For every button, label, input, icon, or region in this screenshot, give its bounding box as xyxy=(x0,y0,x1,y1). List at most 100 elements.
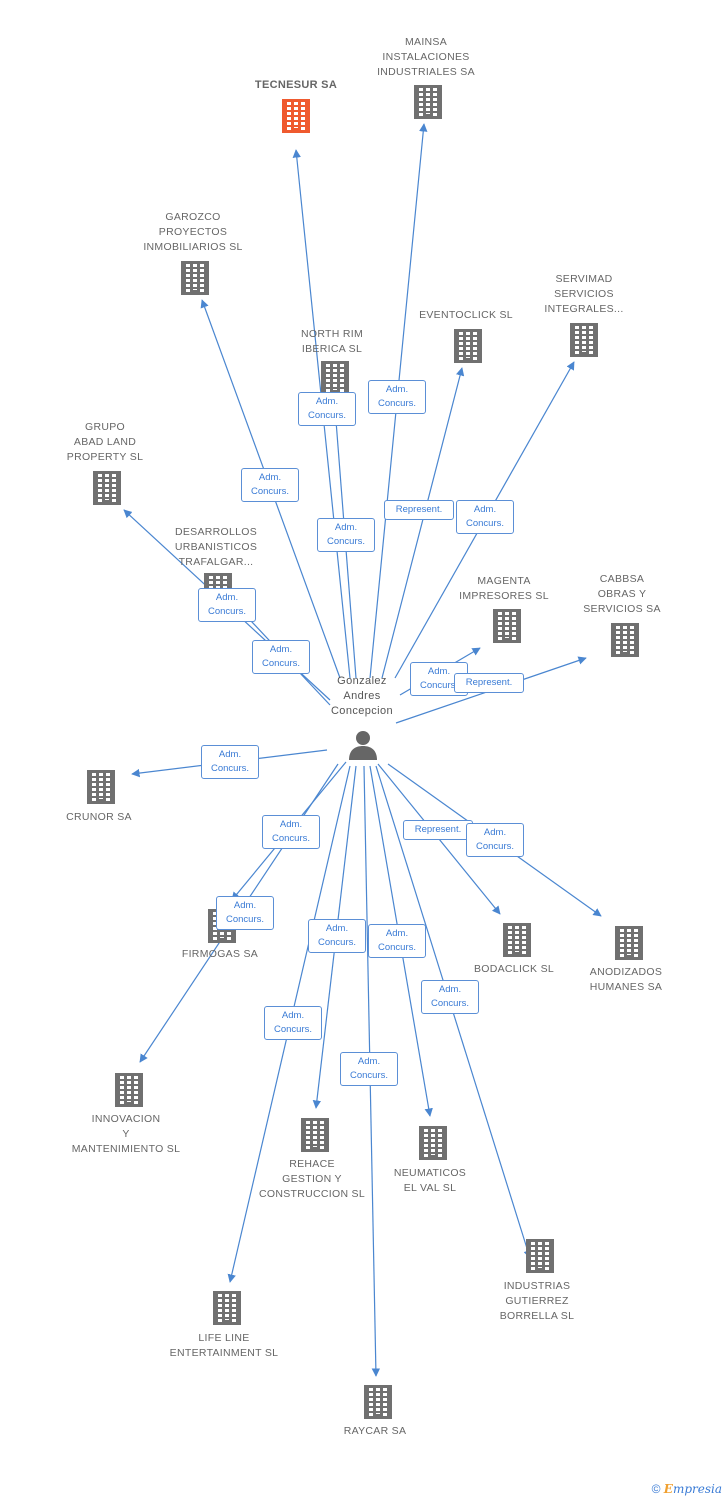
company-label-line: CRUNOR SA xyxy=(66,811,132,823)
company-label-line: NORTH RIM xyxy=(300,328,363,340)
company-label-line: EVENTOCLICK SL xyxy=(419,309,513,321)
company-label-lifeline[interactable]: LIFE LINE ENTERTAINMENT SL xyxy=(154,1331,294,1361)
role-badge-lifeline[interactable]: Adm.Concurs. xyxy=(264,1006,322,1040)
building-icon[interactable] xyxy=(570,323,598,357)
role-badge-line: Represent. xyxy=(395,504,443,515)
role-badge-line: Adm. xyxy=(315,396,339,407)
role-badge-tecnesur[interactable]: Adm. Concurs. xyxy=(298,392,356,426)
company-label-innovacion[interactable]: INNOVACION Y MANTENIMIENTO SL xyxy=(56,1112,196,1157)
building-icon[interactable] xyxy=(364,1385,392,1419)
company-label-firmogas[interactable]: FIRMOGAS SA xyxy=(150,947,290,962)
role-badge-cabbsa[interactable]: Represent. xyxy=(454,673,524,693)
role-badge-grupoabad[interactable]: Adm.Concurs. xyxy=(198,588,256,622)
company-label-line: BODACLICK SL xyxy=(473,963,555,975)
role-badge-line: Adm. xyxy=(279,819,303,830)
building-icon[interactable] xyxy=(615,926,643,960)
role-badge-crunor[interactable]: Adm.Concurs. xyxy=(201,745,259,779)
company-label-line: LIFE LINE xyxy=(198,1332,250,1344)
company-label-line: CONSTRUCCION SL xyxy=(258,1188,365,1200)
role-badge-line: Concurs. xyxy=(430,998,469,1009)
company-label-line: INDUSTRIAS xyxy=(503,1280,571,1292)
person-name-line: Gonzalez xyxy=(337,675,387,687)
building-icon[interactable] xyxy=(213,1291,241,1325)
role-badge-line: Concurs. xyxy=(271,833,310,844)
role-badge-line: Concurs. xyxy=(210,763,249,774)
role-badge-anodizados[interactable]: Adm.Concurs. xyxy=(466,823,524,857)
company-label-raycar[interactable]: RAYCAR SA xyxy=(305,1424,445,1439)
company-label-line: PROYECTOS xyxy=(158,226,228,238)
company-label-line: TRAFALGAR... xyxy=(178,556,254,568)
company-label-bodaclick[interactable]: BODACLICK SL xyxy=(444,962,584,977)
role-badge-line: Adm. xyxy=(385,384,409,395)
company-label-crunor[interactable]: CRUNOR SA xyxy=(29,810,169,825)
role-badge-mainsa[interactable]: Adm.Concurs. xyxy=(368,380,426,414)
building-icon[interactable] xyxy=(503,923,531,957)
role-badge-innovacion[interactable]: Adm.Concurs. xyxy=(216,896,274,930)
building-icon[interactable] xyxy=(454,329,482,363)
building-icon[interactable] xyxy=(93,471,121,505)
company-label-line: RAYCAR SA xyxy=(343,1425,407,1437)
role-badge-neumaticos[interactable]: Adm.Concurs. xyxy=(368,924,426,958)
role-badge-line: Concurs. xyxy=(465,518,504,529)
role-badge-line: Adm. xyxy=(427,666,451,677)
building-icon[interactable] xyxy=(611,623,639,657)
building-icon[interactable] xyxy=(526,1239,554,1273)
company-label-line: SERVICIOS xyxy=(554,288,614,300)
building-icon[interactable] xyxy=(419,1126,447,1160)
building-icon[interactable] xyxy=(321,361,349,395)
company-label-line: IBERICA SL xyxy=(301,343,363,355)
building-icon[interactable] xyxy=(493,609,521,643)
company-label-line: ENTERTAINMENT SL xyxy=(169,1347,279,1359)
role-badge-line: Adm. xyxy=(438,984,462,995)
person-icon[interactable] xyxy=(347,728,379,760)
building-icon[interactable] xyxy=(181,261,209,295)
role-badge-bodaclick[interactable]: Represent. xyxy=(403,820,473,840)
company-label-line: INNOVACION xyxy=(91,1113,161,1125)
building-icon[interactable] xyxy=(282,99,310,133)
role-badge-rehace[interactable]: Adm.Concurs. xyxy=(308,919,366,953)
role-badge-line: Concurs. xyxy=(250,486,289,497)
company-label-line: Y xyxy=(122,1128,130,1140)
role-badge-line: Concurs. xyxy=(261,658,300,669)
role-badge-line: Adm. xyxy=(385,928,409,939)
role-badge-line: Concurs. xyxy=(307,410,346,421)
role-badge-line: Concurs. xyxy=(475,841,514,852)
role-badge-line: Adm. xyxy=(473,504,497,515)
role-badge-desarrollos[interactable]: Adm.Concurs. xyxy=(252,640,310,674)
role-badge-firmogas[interactable]: Adm. Concurs. xyxy=(262,815,320,849)
role-badge-line: Concurs. xyxy=(317,937,356,948)
company-label-line: HUMANES SA xyxy=(589,981,663,993)
company-label-line: MAINSA xyxy=(404,36,448,48)
building-icon[interactable] xyxy=(414,85,442,119)
role-badge-line: Concurs. xyxy=(419,680,458,691)
role-badge-northrim[interactable]: Adm.Concurs. xyxy=(317,518,375,552)
role-badge-industrias[interactable]: Adm. Concurs. xyxy=(421,980,479,1014)
company-label-line: NEUMATICOS xyxy=(393,1167,467,1179)
role-badge-eventoclick[interactable]: Represent. xyxy=(384,500,454,520)
company-label-eventoclick[interactable]: EVENTOCLICK SL xyxy=(396,308,536,323)
role-badge-line: Represent. xyxy=(465,677,513,688)
role-badge-servimad[interactable]: Adm. Concurs. xyxy=(456,500,514,534)
role-badge-raycar[interactable]: Adm.Concurs. xyxy=(340,1052,398,1086)
company-label-line: OBRAS Y xyxy=(597,588,647,600)
company-label-line: SERVICIOS SA xyxy=(583,603,661,615)
company-label-northrim[interactable]: NORTH RIM IBERICA SL xyxy=(262,327,402,357)
building-icon[interactable] xyxy=(115,1073,143,1107)
building-icon[interactable] xyxy=(301,1118,329,1152)
company-label-line: MANTENIMIENTO SL xyxy=(71,1143,181,1155)
company-label-tecnesur[interactable]: TECNESUR SA xyxy=(226,78,366,93)
person-name-label[interactable]: Gonzalez Andres Concepcion xyxy=(302,674,422,719)
building-icon[interactable] xyxy=(87,770,115,804)
role-badge-garozco[interactable]: Adm.Concurs. xyxy=(241,468,299,502)
